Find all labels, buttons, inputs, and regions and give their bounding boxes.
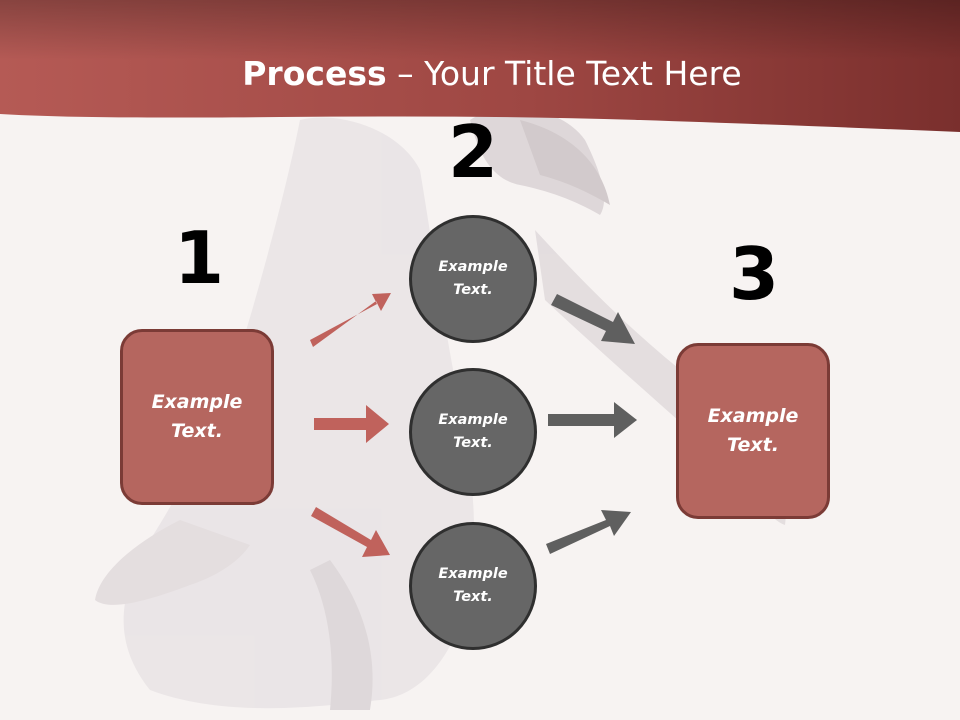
- slide-title: Process – Your Title Text Here: [0, 52, 960, 96]
- right-step-box: Example Text.: [676, 343, 830, 519]
- step-number-2: 2: [447, 110, 499, 194]
- arrow-left-to-bottom: [311, 507, 390, 557]
- arrow-center-to-right: [548, 402, 637, 438]
- left-box-line1: Example: [151, 391, 243, 413]
- circle-bottom-line1: Example: [438, 566, 508, 582]
- red-arrows: [310, 293, 391, 557]
- middle-circle-bottom: Example Text.: [409, 522, 537, 650]
- arrow-bottom-to-right: [546, 510, 631, 554]
- circle-top-line1: Example: [438, 259, 508, 275]
- right-box-line1: Example: [707, 405, 799, 427]
- arrow-top-to-right: [551, 294, 635, 344]
- title-rest: – Your Title Text Here: [386, 54, 742, 93]
- left-step-box: Example Text.: [120, 329, 274, 505]
- right-box-line2: Text.: [727, 434, 779, 456]
- middle-circle-center: Example Text.: [409, 368, 537, 496]
- arrow-left-to-center: [314, 405, 389, 443]
- circle-center-line1: Example: [438, 412, 508, 428]
- left-box-line2: Text.: [171, 420, 223, 442]
- arrow-left-to-top: [310, 293, 391, 347]
- step-number-3: 3: [728, 232, 780, 316]
- gray-arrows: [546, 294, 637, 554]
- middle-circle-top: Example Text.: [409, 215, 537, 343]
- title-bold: Process: [242, 54, 387, 93]
- circle-top-line2: Text.: [453, 282, 493, 298]
- step-number-1: 1: [173, 216, 225, 300]
- circle-bottom-line2: Text.: [453, 589, 493, 605]
- circle-center-line2: Text.: [453, 435, 493, 451]
